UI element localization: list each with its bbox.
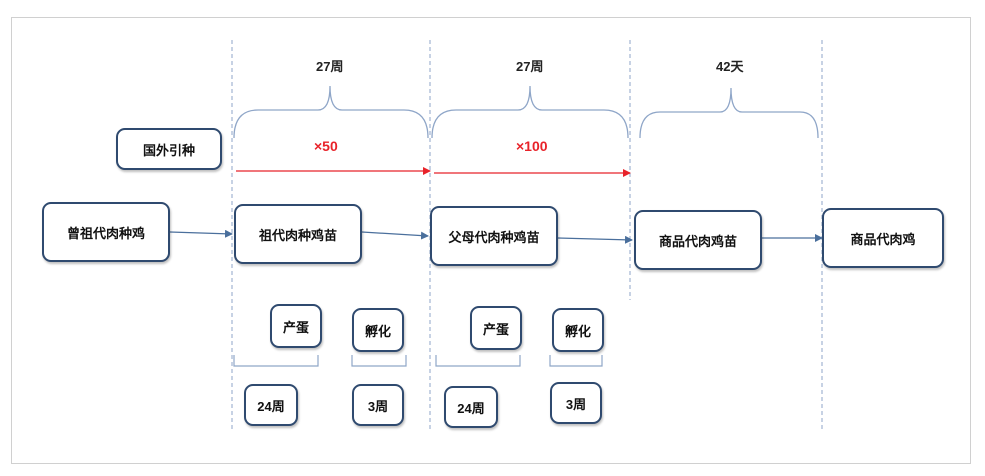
stage-gp-hatching: 孵化: [352, 308, 404, 352]
node-parent-stock-chicks: 父母代肉种鸡苗: [430, 206, 558, 266]
weeks-parent-hatching: 3周: [550, 382, 602, 424]
brace-parent-period: [431, 85, 629, 139]
weeks-parent-laying: 24周: [444, 386, 498, 428]
gp-period-label: 27周: [316, 59, 344, 74]
bracket-gp-laying: [233, 355, 319, 367]
stage-gp-laying: 产蛋: [270, 304, 322, 348]
multiplier-label-1: ×50: [314, 138, 338, 154]
stage-parent-hatching: 孵化: [552, 308, 604, 352]
brace-commercial-period: [639, 87, 819, 139]
flow-arrow-1: [169, 229, 233, 238]
flow-arrow-2: [361, 231, 429, 240]
bracket-gp-hatching: [351, 355, 407, 367]
parent-period-label: 27周: [516, 59, 544, 74]
bracket-parent-laying: [435, 355, 521, 367]
bracket-parent-hatching: [549, 355, 603, 367]
commercial-period-label: 42天: [716, 59, 744, 74]
weeks-gp-hatching: 3周: [352, 384, 404, 426]
flow-arrow-3: [557, 235, 633, 244]
brace-gp-period: [233, 85, 429, 139]
node-foreign-import: 国外引种: [116, 128, 222, 170]
stage-parent-laying: 产蛋: [470, 306, 522, 350]
node-commercial-broiler: 商品代肉鸡: [822, 208, 944, 268]
node-commercial-chicks: 商品代肉鸡苗: [634, 210, 762, 270]
multiplier-label-2: ×100: [516, 138, 548, 154]
node-great-grandparent: 曾祖代肉种鸡: [42, 202, 170, 262]
node-grandparent-chicks: 祖代肉种鸡苗: [234, 204, 362, 264]
weeks-gp-laying: 24周: [244, 384, 298, 426]
